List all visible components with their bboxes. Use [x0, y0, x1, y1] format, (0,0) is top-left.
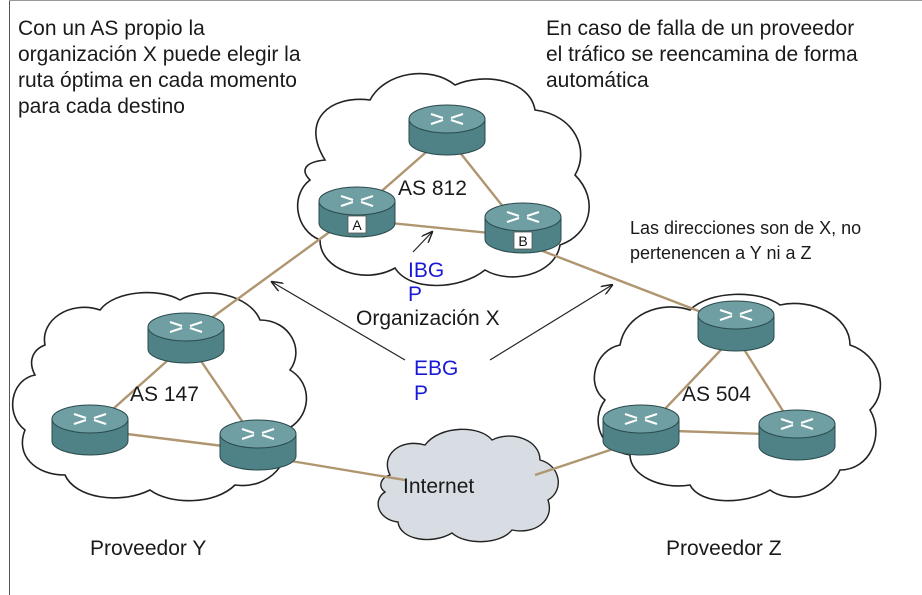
label-proveedor-z: Proveedor Z — [666, 537, 782, 560]
ibgp-arrow — [412, 232, 432, 253]
router-label: A — [352, 217, 362, 233]
label-proveedor-y: Proveedor Y — [90, 537, 207, 560]
router-top — [758, 409, 836, 439]
label-internet: Internet — [403, 475, 475, 498]
note-top-left-line: para cada destino — [18, 95, 185, 118]
link-a-as147 — [194, 227, 336, 331]
note-top-left-line: organización X puede elegir la — [18, 43, 301, 66]
note-mid-right: Las direcciones son de X, no pertenencen… — [630, 216, 920, 266]
ebgp-arrow-left — [272, 282, 406, 361]
frame-top-border — [9, 0, 922, 1]
router-b: B — [484, 202, 562, 254]
router-arrows — [73, 413, 107, 425]
arrows — [272, 232, 612, 361]
label-as-504: AS 504 — [682, 383, 751, 406]
router-as147-left — [51, 404, 129, 456]
note-top-left-line: Con un AS propio la — [18, 17, 205, 40]
router-as504-left — [602, 404, 680, 456]
label-ibgp-line: P — [408, 283, 423, 306]
note-mid-right-line: pertenencen a Y ni a Z — [630, 243, 812, 263]
router-top — [147, 312, 225, 342]
router-arrows — [719, 309, 753, 321]
router-a: A — [318, 186, 396, 238]
label-organizacion-x: Organización X — [356, 307, 500, 330]
routers: AB — [51, 104, 836, 471]
router-top — [697, 300, 775, 330]
router-top — [219, 419, 297, 449]
note-top-right-line: En caso de falla de un proveedor — [546, 17, 855, 40]
note-top-right-line: el tráfico se reencamina de forma — [546, 43, 858, 66]
router-arrows — [430, 113, 464, 125]
router-top — [318, 186, 396, 216]
router-arrows — [624, 413, 658, 425]
router-label: B — [518, 233, 527, 249]
cloud-internet — [377, 428, 559, 543]
router-as147-top — [147, 312, 225, 364]
label-ibgp-line: IBG — [408, 259, 445, 282]
label-as-147: AS 147 — [130, 383, 199, 406]
note-top-left: Con un AS propio la organización X puede… — [18, 16, 378, 120]
note-top-right: En caso de falla de un proveedor el tráf… — [546, 16, 916, 94]
router-arrows — [780, 418, 814, 430]
ebgp-arrow-right — [489, 285, 612, 361]
router-top — [602, 404, 680, 434]
note-mid-right-line: Las direcciones son de X, no — [630, 218, 862, 238]
router-label-box — [347, 215, 367, 234]
router-arrows — [241, 428, 275, 440]
router-arrows — [506, 211, 540, 223]
label-ebgp-line: EBG — [414, 357, 459, 380]
router-as147-right — [219, 419, 297, 471]
router-as504-top — [697, 300, 775, 352]
router-top — [51, 404, 129, 434]
label-ibgp: IBG P — [408, 259, 444, 307]
label-ebgp: EBG P — [414, 356, 458, 406]
note-top-right-line: automática — [546, 69, 649, 92]
router-arrows — [340, 195, 374, 207]
label-as-812: AS 812 — [398, 177, 467, 200]
router-as504-right — [758, 409, 836, 461]
router-as812-top — [408, 104, 486, 156]
router-top — [484, 202, 562, 232]
router-top — [408, 104, 486, 134]
label-ebgp-line: P — [414, 382, 429, 405]
router-label-box — [513, 231, 533, 250]
router-arrows — [169, 321, 203, 333]
note-top-left-line: ruta óptima en cada momento — [18, 69, 297, 92]
frame-left-border — [9, 0, 10, 595]
